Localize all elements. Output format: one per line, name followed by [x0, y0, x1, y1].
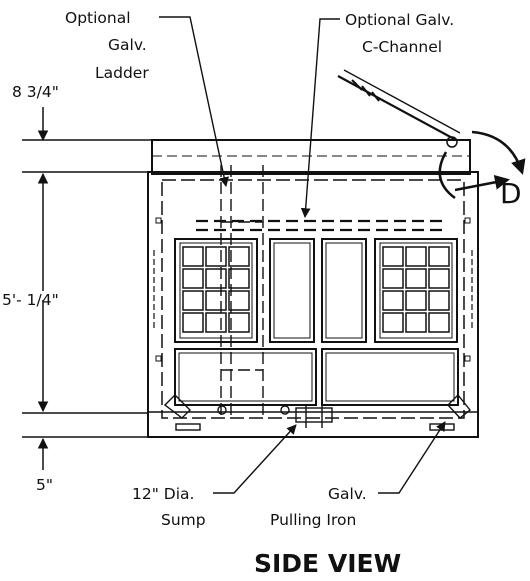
- sump: [295, 407, 333, 423]
- inner-dashed-outline: [161, 179, 465, 419]
- view-title: SIDE VIEW: [254, 549, 401, 578]
- ladder-label-2: Galv.: [108, 36, 147, 54]
- ladder-label-3: Ladder: [95, 64, 149, 82]
- bottom-panel-right: [321, 348, 459, 406]
- center-panel-right: [321, 238, 367, 343]
- dim-mid-label: 5'- 1/4": [2, 291, 59, 309]
- sump-label-1: 12" Dia.: [132, 485, 194, 503]
- open-hatch: [337, 69, 461, 148]
- knockout-panels: [174, 238, 459, 406]
- left-grid-window: [174, 238, 258, 343]
- center-panel-left: [269, 238, 315, 343]
- bottom-panel-left: [174, 348, 317, 406]
- ladder-label-1: Optional: [65, 9, 131, 27]
- dimension-lines: [22, 107, 152, 470]
- sump-label-2: Sump: [161, 511, 206, 529]
- door-label: D: [500, 177, 522, 210]
- vault-wall: [147, 171, 479, 438]
- c-channel-label-2: C-Channel: [362, 38, 442, 56]
- iron-label-1: Galv.: [328, 485, 367, 503]
- dim-bot-label: 5": [36, 476, 53, 494]
- dim-top-label: 8 3/4": [12, 83, 59, 101]
- c-channel-callout: Optional Galv. C-Channel: [300, 11, 454, 218]
- right-grid-window: [374, 238, 458, 343]
- sump-callout: 12" Dia. Sump: [132, 424, 297, 529]
- base-hardware: [163, 393, 471, 431]
- pulling-iron-callout: Galv. Pulling Iron: [270, 421, 446, 529]
- ladder-callout: Optional Galv. Ladder: [65, 9, 229, 187]
- iron-label-2: Pulling Iron: [270, 511, 356, 529]
- door-swing: [438, 130, 526, 200]
- c-channel-outline: [196, 219, 444, 232]
- c-channel-label-1: Optional Galv.: [345, 11, 454, 29]
- vault-body: [147, 139, 479, 438]
